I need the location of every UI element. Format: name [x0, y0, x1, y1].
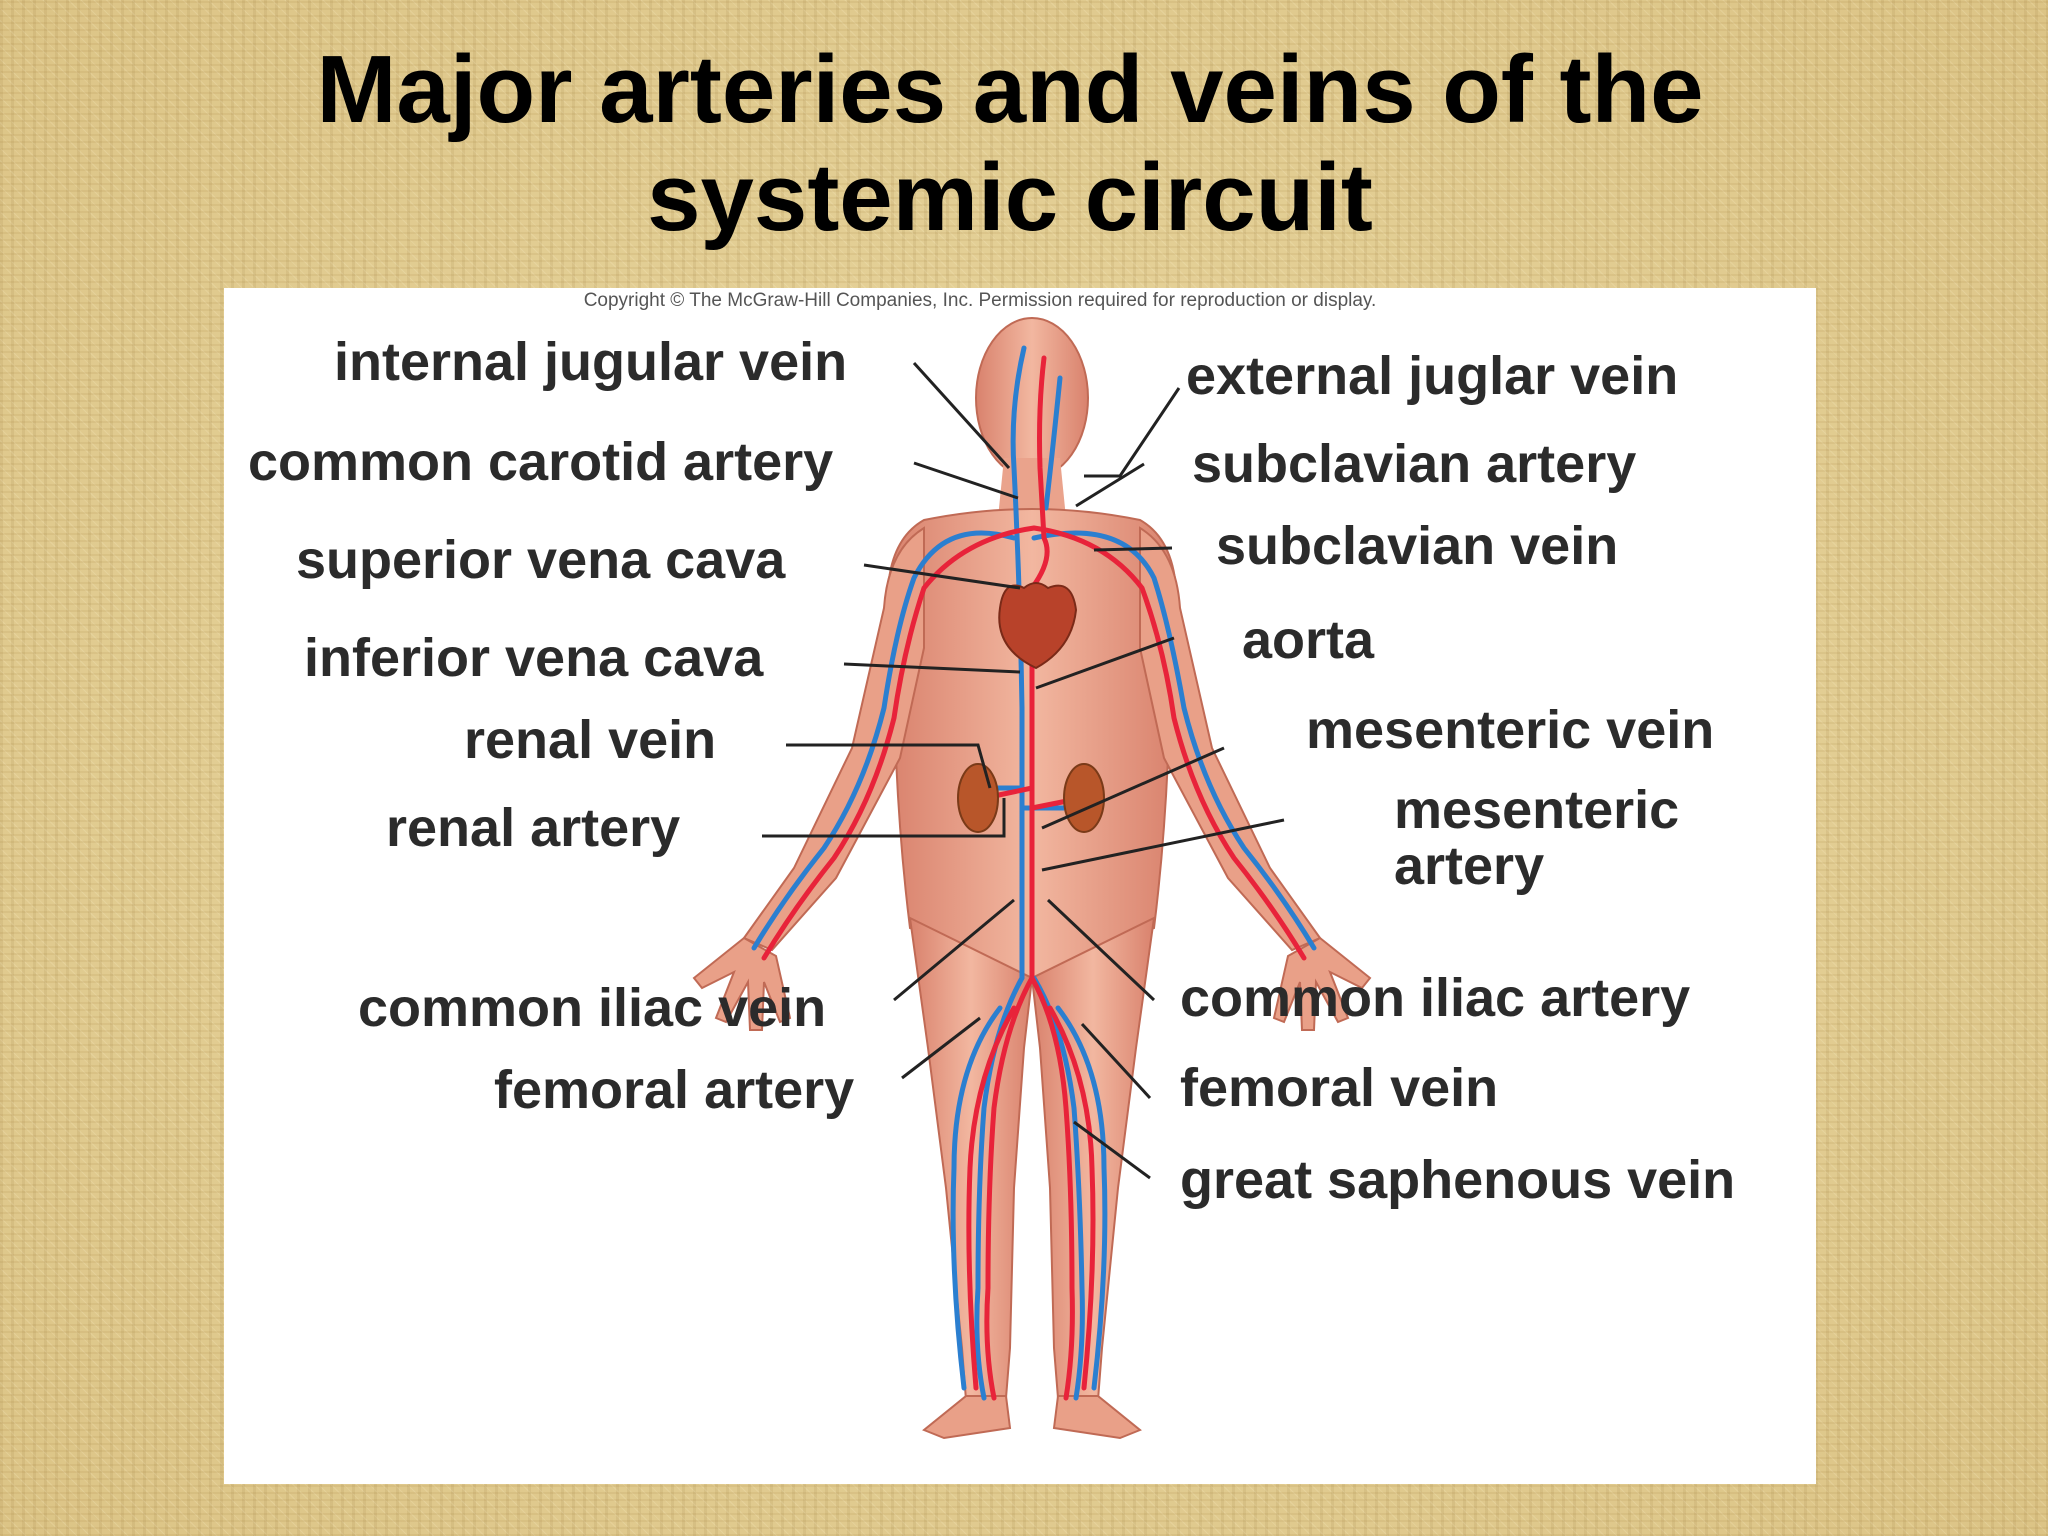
leader-subclavian-vein: [1093, 546, 1173, 552]
label-internal-jugular-vein: internal jugular vein: [334, 332, 847, 392]
copyright-notice: Copyright © The McGraw-Hill Companies, I…: [583, 290, 1377, 311]
label-subclavian-vein: subclavian vein: [1216, 516, 1618, 576]
heart-illustration: [998, 582, 1078, 670]
label-femoral-vein: femoral vein: [1180, 1058, 1498, 1118]
systemic-circuit-diagram: internal jugular vein common carotid art…: [248, 317, 1735, 1440]
label-mesenteric-artery-line-2: artery: [1394, 836, 1544, 896]
leader-common-carotid-artery: [913, 461, 1019, 500]
label-common-iliac-vein: common iliac vein: [358, 978, 826, 1038]
right-labels: external juglar vein subclavian artery s…: [1180, 346, 1735, 1210]
leader-lines: [762, 361, 1285, 1180]
leader-internal-jugular-vein: [912, 361, 1011, 470]
title-line-1: Major arteries and veins of the: [316, 36, 1704, 143]
label-mesenteric-vein: mesenteric vein: [1306, 700, 1714, 760]
leader-subclavian-artery: [1075, 462, 1145, 508]
label-great-saphenous-vein: great saphenous vein: [1180, 1150, 1735, 1210]
leader-mesenteric-vein: [1041, 746, 1225, 830]
label-common-iliac-artery: common iliac artery: [1180, 968, 1690, 1028]
label-aorta: aorta: [1242, 610, 1375, 670]
label-inferior-vena-cava: inferior vena cava: [304, 628, 764, 688]
label-renal-vein: renal vein: [464, 710, 716, 770]
label-external-jugular-vein: external juglar vein: [1186, 346, 1678, 406]
leader-renal-artery: [762, 798, 1006, 838]
label-subclavian-artery: subclavian artery: [1192, 434, 1636, 494]
leader-femoral-artery: [901, 1016, 981, 1080]
left-labels: internal jugular vein common carotid art…: [248, 332, 854, 1120]
label-mesenteric-artery-line-1: mesenteric: [1394, 780, 1679, 840]
label-common-carotid-artery: common carotid artery: [248, 432, 833, 492]
label-renal-artery: renal artery: [386, 798, 680, 858]
leader-external-jugular-vein: [1084, 387, 1181, 478]
artery-network: [761, 355, 1307, 1401]
label-femoral-artery: femoral artery: [494, 1060, 854, 1120]
leader-aorta: [1035, 636, 1175, 690]
leader-renal-vein: [786, 743, 992, 789]
leader-inferior-vena-cava: [843, 662, 1021, 674]
leader-superior-vena-cava: [863, 563, 1021, 590]
title-line-2: systemic circuit: [647, 143, 1373, 251]
leader-great-saphenous-vein: [1073, 1120, 1151, 1180]
leader-mesenteric-artery: [1041, 818, 1285, 872]
label-superior-vena-cava: superior vena cava: [296, 530, 786, 590]
slide-title: Major arteries and veins of the systemic…: [200, 36, 1820, 251]
leader-common-iliac-vein: [893, 898, 1015, 1002]
leader-femoral-vein: [1080, 1022, 1152, 1100]
leader-common-iliac-artery: [1046, 898, 1156, 1002]
circulatory-figure-panel: Copyright © The McGraw-Hill Companies, I…: [224, 288, 1816, 1484]
